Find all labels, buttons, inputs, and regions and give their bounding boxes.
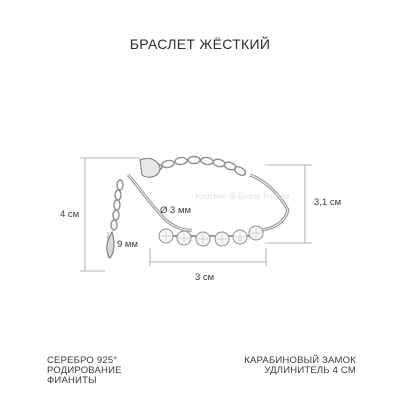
right-bar xyxy=(249,173,290,232)
drop-charm xyxy=(106,230,115,259)
clasp xyxy=(139,157,161,178)
specs-left: СЕРЕБРО 925° РОДИРОВАНИЕ ФИАНИТЫ xyxy=(47,356,122,386)
dimension-lines xyxy=(80,157,312,272)
dim-height-right: 3,1 см xyxy=(314,197,342,208)
spec-plating: РОДИРОВАНИЕ xyxy=(47,365,122,376)
watermark-logo: Красное & Белое Россия xyxy=(195,191,289,201)
spec-clasp: КАРАБИНОВЫЙ ЗАМОК xyxy=(244,355,356,366)
dim-clasp-length: 9 мм xyxy=(117,239,138,250)
stone-row xyxy=(158,225,264,247)
dim-height-left: 4 см xyxy=(60,209,80,220)
spec-metal: СЕРЕБРО 925° xyxy=(47,355,118,366)
left-bar xyxy=(126,173,193,232)
dim-stone-diameter: Ø 3 мм xyxy=(160,205,192,216)
dim-width-bottom: 3 см xyxy=(195,272,215,283)
spec-stones: ФИАНИТЫ xyxy=(47,375,97,386)
specs-right: КАРАБИНОВЫЙ ЗАМОК УДЛИНИТЕЛЬ 4 СМ xyxy=(244,356,356,376)
product-title: БРАСЛЕТ ЖЁСТКИЙ xyxy=(129,36,271,52)
spec-extender: УДЛИНИТЕЛЬ 4 СМ xyxy=(264,365,356,376)
